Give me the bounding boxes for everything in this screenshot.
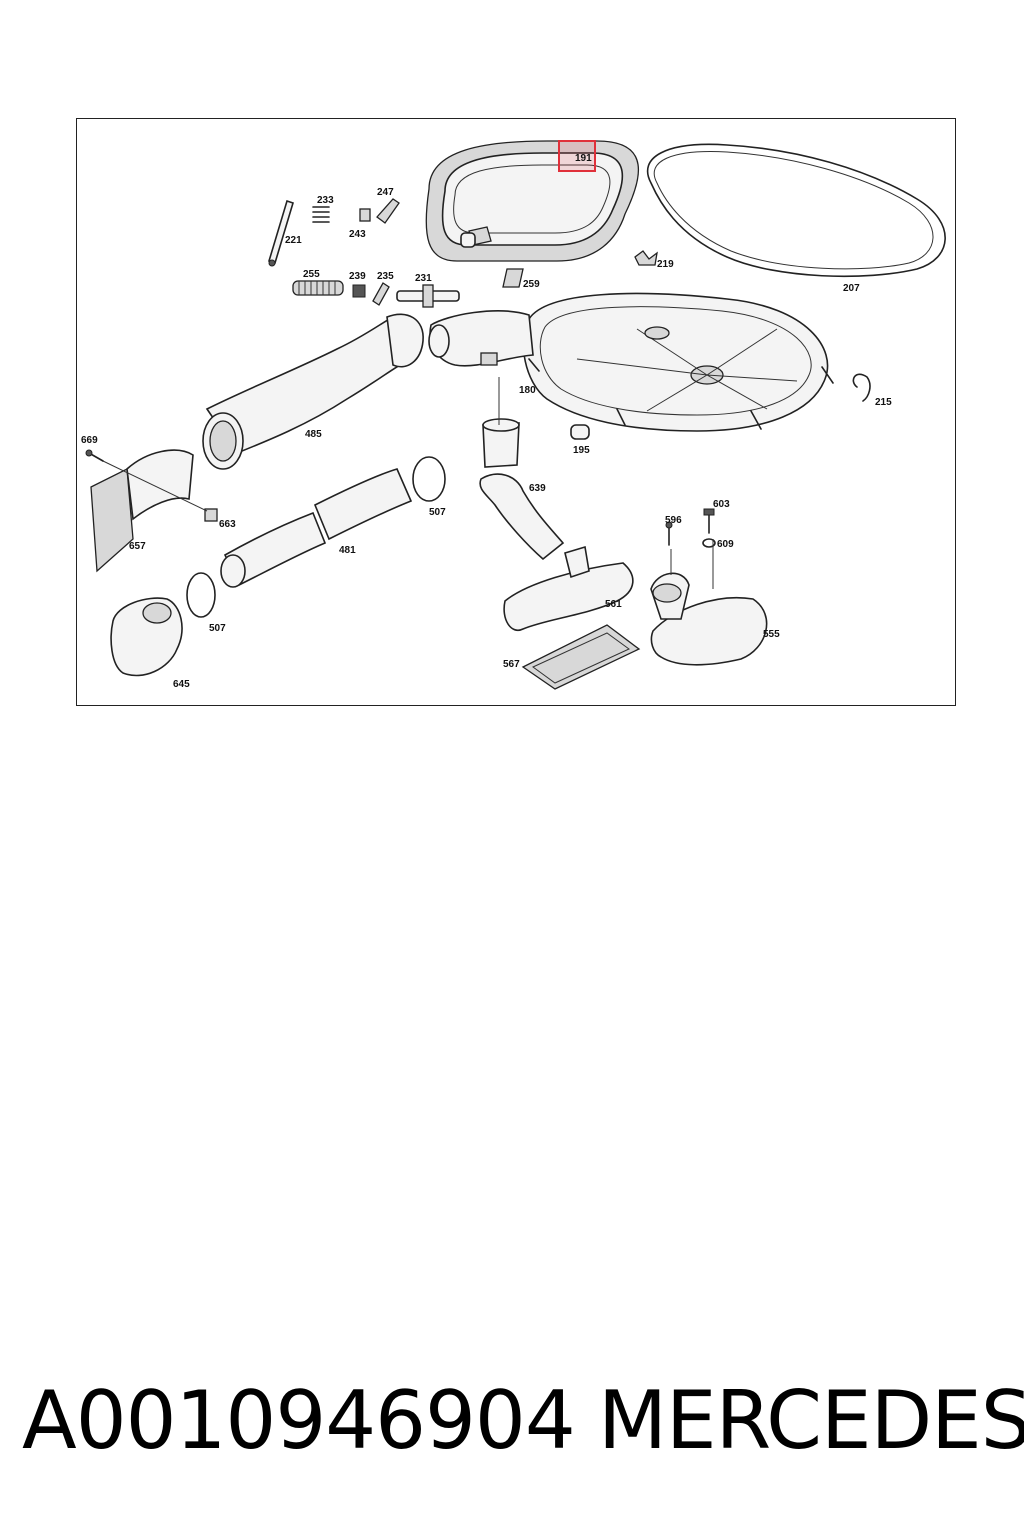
highlight-191 — [558, 140, 596, 172]
part-663-nut-clip[interactable] — [204, 508, 218, 522]
part-195-plug[interactable] — [570, 424, 590, 440]
label-239[interactable]: 239 — [349, 271, 366, 282]
part-561-shroud[interactable] — [503, 545, 634, 632]
label-191[interactable]: 191 — [575, 153, 592, 164]
part-247-bracket[interactable] — [376, 198, 400, 224]
caption-part-number: A0010946904 — [22, 1374, 576, 1467]
label-609[interactable]: 609 — [717, 539, 734, 550]
label-195[interactable]: 195 — [573, 445, 590, 456]
part-235-retainer[interactable] — [372, 282, 390, 306]
label-233[interactable]: 233 — [317, 195, 334, 206]
part-219-wing-nut[interactable] — [634, 250, 658, 266]
part-669-screw[interactable] — [85, 449, 104, 462]
leader-lines — [102, 377, 714, 589]
label-255[interactable]: 255 — [303, 269, 320, 280]
part-481-hose[interactable] — [220, 468, 413, 588]
label-657[interactable]: 657 — [129, 541, 146, 552]
part-215-clamp-clip[interactable] — [852, 373, 871, 402]
label-507-lower[interactable]: 507 — [209, 623, 226, 634]
label-481[interactable]: 481 — [339, 545, 356, 556]
label-596[interactable]: 596 — [665, 515, 682, 526]
label-221[interactable]: 221 — [285, 235, 302, 246]
label-207[interactable]: 207 — [843, 283, 860, 294]
part-259-plate[interactable] — [502, 268, 524, 288]
part-233-spring[interactable] — [312, 206, 330, 223]
parts-diagram: 191 207 233 247 221 243 219 259 255 239 … — [81, 140, 946, 690]
part-231-bolt[interactable] — [396, 284, 460, 308]
label-219[interactable]: 219 — [657, 259, 674, 270]
label-561[interactable]: 561 — [605, 599, 622, 610]
label-247[interactable]: 247 — [377, 187, 394, 198]
part-485-intake-duct[interactable] — [202, 313, 424, 470]
part-639-elbow-hose[interactable] — [479, 418, 565, 561]
part-555-manifold-bracket[interactable] — [650, 572, 768, 666]
label-663[interactable]: 663 — [219, 519, 236, 530]
label-639[interactable]: 639 — [529, 483, 546, 494]
label-259[interactable]: 259 — [523, 279, 540, 290]
label-669[interactable]: 669 — [81, 435, 98, 446]
label-485[interactable]: 485 — [305, 429, 322, 440]
label-243[interactable]: 243 — [349, 229, 366, 240]
part-507-hose-clamp-upper[interactable] — [412, 456, 446, 502]
part-180-filter-housing[interactable] — [428, 292, 834, 432]
label-645[interactable]: 645 — [173, 679, 190, 690]
part-567-cover-plate[interactable] — [521, 624, 641, 690]
part-243-clip[interactable] — [359, 208, 371, 222]
part-191-filter-element[interactable] — [425, 140, 640, 262]
label-180[interactable]: 180 — [519, 385, 536, 396]
label-555[interactable]: 555 — [763, 629, 780, 640]
part-239-nut[interactable] — [352, 284, 366, 298]
parts-diagram-frame: 191 207 233 247 221 243 219 259 255 239 … — [76, 118, 956, 706]
part-657-duct-bracket[interactable] — [90, 449, 194, 573]
part-609-washer[interactable] — [702, 538, 716, 548]
label-235[interactable]: 235 — [377, 271, 394, 282]
label-231[interactable]: 231 — [415, 273, 432, 284]
part-603-bolt[interactable] — [703, 508, 715, 534]
part-207-seal-ring[interactable] — [646, 143, 946, 278]
part-596-screw[interactable] — [665, 521, 673, 546]
part-255-spring[interactable] — [292, 280, 344, 296]
label-603[interactable]: 603 — [713, 499, 730, 510]
label-507-upper[interactable]: 507 — [429, 507, 446, 518]
part-507-hose-clamp-lower[interactable] — [186, 572, 216, 618]
part-221-pin[interactable] — [268, 199, 294, 267]
label-567[interactable]: 567 — [503, 659, 520, 670]
part-645-intake-funnel[interactable] — [110, 597, 183, 677]
label-215[interactable]: 215 — [875, 397, 892, 408]
caption-brand: MERCEDES — [598, 1374, 1024, 1467]
